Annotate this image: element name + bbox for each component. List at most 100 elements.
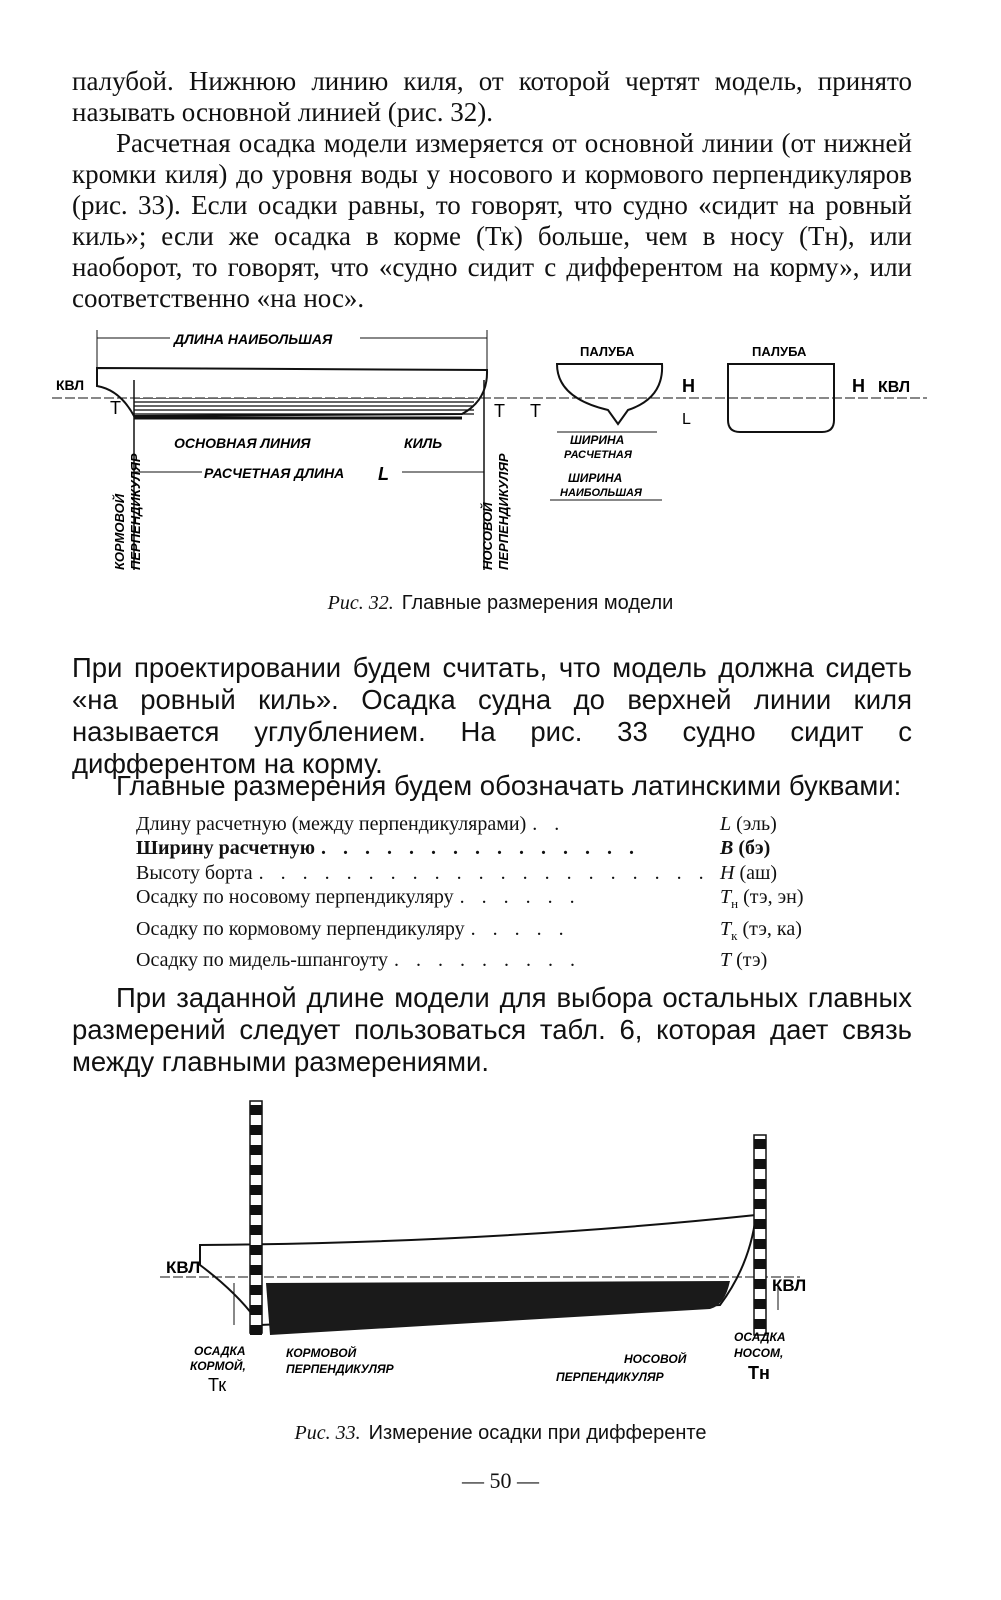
box-section xyxy=(727,363,835,433)
draft-scale-mark xyxy=(754,1159,766,1169)
draft-scale-mark xyxy=(250,1325,262,1335)
dot-leader: . . . . . . . . . . . . . . . . . . . . … xyxy=(258,861,710,884)
underwater-hull xyxy=(266,1281,730,1335)
paragraph-3: При проектировании будем считать, что мо… xyxy=(72,652,912,780)
depth-label: Н xyxy=(682,376,695,396)
page-number: — 50 — xyxy=(462,1468,539,1493)
bow-perp-label-1: НОСОВОЙ xyxy=(624,1350,687,1366)
bow-perp-label-2: ПЕРПЕНДИКУЛЯР xyxy=(556,1370,665,1384)
dimension-label: Осадку по носовому перпендикуляру xyxy=(136,886,454,909)
width-max-label-1: ШИРИНА xyxy=(568,471,622,485)
figure-number: Рис. 32. xyxy=(327,592,394,614)
dimension-label: Осадку по кормовому перпендикуляру xyxy=(136,917,465,940)
dimension-label: Ширину расчетную xyxy=(136,837,316,860)
bow-perp-label-2: ПЕРПЕНДИКУЛЯР xyxy=(496,453,511,570)
dimension-symbol: T (тэ) xyxy=(720,949,768,972)
figure-33-caption: Рис. 33. Измерение осадки при дифференте xyxy=(0,1422,1001,1445)
width-calc-label-1: ШИРИНА xyxy=(570,433,624,447)
draft-scale-mark xyxy=(754,1259,766,1269)
draft-scale-mark xyxy=(250,1245,262,1255)
kvl-label-stern: КВЛ xyxy=(166,1258,200,1277)
dimension-row: Высоту борта. . . . . . . . . . . . . . … xyxy=(136,861,856,885)
paragraph-2: Расчетная осадка модели измеряется от ос… xyxy=(72,128,912,314)
dimension-row: Осадку по мидель-шпангоуту. . . . . . . … xyxy=(136,948,856,972)
dimension-label: Высоту борта xyxy=(136,861,253,884)
draft-scale-mark xyxy=(250,1305,262,1315)
paragraph-5: При заданной длине модели для выбора ост… xyxy=(72,982,912,1078)
stern-draft-label-1: ОСАДКА xyxy=(194,1344,246,1358)
depth-label-2: Н xyxy=(852,376,865,396)
figure-number: Рис. 33. xyxy=(294,1422,361,1444)
deck-label-2: ПАЛУБА xyxy=(752,344,807,359)
dimension-label: Длину расчетную (между перпендикулярами) xyxy=(136,813,527,835)
stern-perp-label-2: ПЕРПЕНДИКУЛЯР xyxy=(128,453,143,570)
paragraph-text: Расчетная осадка модели измеряется от ос… xyxy=(72,128,912,313)
dimension-row: Ширину расчетную. . . . . . . . . . . . … xyxy=(136,836,856,860)
draft-scale-mark xyxy=(250,1225,262,1235)
draft-scale-mark xyxy=(754,1219,766,1229)
dot-leader: . . . . . . . . . . . . . . . xyxy=(321,837,641,860)
figure-33-draft-measurement: КВЛ КВЛ ОСАДКА КОРМОЙ, Тк КОРМОВОЙ ПЕРПЕ… xyxy=(160,1100,806,1395)
keel-label: КИЛЬ xyxy=(404,435,442,451)
underwater-hull xyxy=(134,398,474,416)
bow-draft-label: Т xyxy=(494,401,505,421)
paragraph-4: Главные размерения будем обозначать лати… xyxy=(72,770,912,802)
dimension-symbol: Tн (тэ, эн) xyxy=(720,886,804,912)
midship-draft-label: Т xyxy=(530,401,541,421)
stern-draft-symbol: Тк xyxy=(208,1375,226,1395)
draft-scale-mark xyxy=(250,1285,262,1295)
draft-scale-mark xyxy=(754,1179,766,1189)
paragraph-text: При заданной длине модели для выбора ост… xyxy=(72,982,912,1077)
dimension-symbol-list: Длину расчетную (между перпендикулярами)… xyxy=(136,812,856,972)
draft-scale-mark xyxy=(250,1165,262,1175)
bow-draft-label-1: ОСАДКА xyxy=(734,1330,786,1344)
dot-leader: . . xyxy=(532,813,566,835)
stern-draft-label-2: КОРМОЙ, xyxy=(190,1357,246,1373)
dimension-row: Осадку по носовому перпендикуляру. . . .… xyxy=(136,885,856,916)
draft-scale-mark xyxy=(754,1319,766,1329)
l-label: L xyxy=(682,411,691,428)
kvl-label: КВЛ xyxy=(56,377,84,393)
draft-scale-mark xyxy=(754,1239,766,1249)
dimension-symbol: Tк (тэ, ка) xyxy=(720,917,802,943)
width-calc-label-2: РАСЧЕТНАЯ xyxy=(564,449,633,461)
draft-scale-mark xyxy=(250,1265,262,1275)
bow-perp-label-1: НОСОВОЙ xyxy=(479,502,495,570)
stern-draft-mark-post xyxy=(249,1100,263,1334)
draft-scale-mark xyxy=(754,1139,766,1149)
paragraph-text: палубой. Нижнюю линию киля, от которой ч… xyxy=(72,66,912,127)
paragraph-1: палубой. Нижнюю линию киля, от которой ч… xyxy=(72,66,912,128)
draft-scale-mark xyxy=(250,1105,262,1115)
kvl-label-2: КВЛ xyxy=(878,379,910,396)
draft-scale-mark xyxy=(754,1299,766,1309)
draft-scale-mark xyxy=(250,1125,262,1135)
kvl-label-bow: КВЛ xyxy=(772,1276,806,1295)
dimension-symbol: L (эль) xyxy=(720,813,777,835)
dimension-symbol: H (аш) xyxy=(720,861,778,884)
figure-32-main-dimensions: ДЛИНА НАИБОЛЬШАЯ КВЛ Т КОРМОВОЙ ПЕРПЕНДИ… xyxy=(52,328,927,570)
width-max-label-2: НАИБОЛЬШАЯ xyxy=(560,487,643,499)
length-max-label: ДЛИНА НАИБОЛЬШАЯ xyxy=(173,331,333,347)
dimension-symbol: B (бэ) xyxy=(720,837,771,860)
dimension-label: Осадку по мидель-шпангоуту xyxy=(136,949,389,972)
stern-perp-label-1: КОРМОВОЙ xyxy=(286,1344,357,1360)
base-line-label: ОСНОВНАЯ ЛИНИЯ xyxy=(174,435,311,451)
dot-leader: . . . . . . . . . xyxy=(394,949,582,972)
midship-section xyxy=(555,363,664,426)
paragraph-text: Главные размерения будем обозначать лати… xyxy=(116,770,902,801)
bow-draft-symbol: Тн xyxy=(748,1363,770,1383)
dot-leader: . . . . . . xyxy=(459,886,581,909)
dimension-row: Осадку по кормовому перпендикуляру. . . … xyxy=(136,917,856,948)
stern-draft-label: Т xyxy=(110,398,121,418)
dot-leader: . . . . . xyxy=(470,917,570,940)
draft-scale-mark xyxy=(250,1145,262,1155)
bow-draft-label-2: НОСОМ, xyxy=(734,1346,783,1360)
stern-perp-label-1: КОРМОВОЙ xyxy=(111,493,127,570)
figure-caption-text: Главные размерения модели xyxy=(401,592,674,614)
draft-scale-mark xyxy=(754,1199,766,1209)
calc-length-symbol: L xyxy=(378,464,389,484)
draft-scale-mark xyxy=(250,1205,262,1215)
figure-caption-text: Измерение осадки при дифференте xyxy=(368,1422,707,1444)
stern-perp-label-2: ПЕРПЕНДИКУЛЯР xyxy=(286,1362,395,1376)
